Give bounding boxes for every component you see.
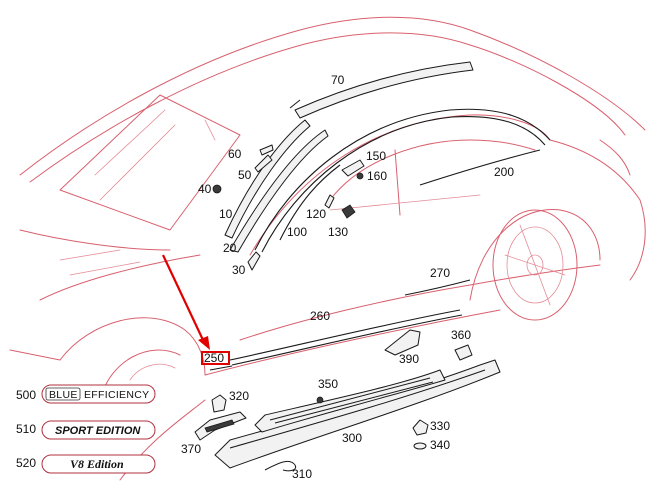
callout-60: 60 [228, 147, 242, 161]
callout-370: 370 [181, 442, 201, 456]
callout-510: 510 [16, 422, 36, 436]
badge-blue-text: BLUE [49, 389, 78, 401]
badge-v8-text: V8 Edition [70, 457, 124, 471]
highlight-box-250 [201, 351, 230, 365]
trim-parts [209, 61, 551, 371]
callout-350: 350 [318, 377, 338, 391]
callout-360: 360 [451, 328, 471, 342]
callout-150: 150 [366, 149, 386, 163]
callout-260: 260 [310, 309, 330, 323]
callout-390: 390 [399, 352, 419, 366]
callout-300: 300 [342, 431, 362, 445]
callout-20: 20 [223, 241, 237, 255]
callout-320: 320 [229, 389, 249, 403]
callout-160: 160 [367, 169, 387, 183]
badge-sport-text: SPORT EDITION [55, 425, 141, 437]
callout-70: 70 [331, 73, 345, 87]
callout-130: 130 [328, 225, 348, 239]
callout-40: 40 [198, 182, 212, 196]
callout-30: 30 [232, 263, 246, 277]
callout-520: 520 [16, 456, 36, 470]
callout-120: 120 [306, 207, 326, 221]
callout-250: 250 [204, 351, 224, 365]
callout-100: 100 [287, 225, 307, 239]
callout-10: 10 [219, 207, 233, 221]
callout-330: 330 [430, 419, 450, 433]
callout-310: 310 [292, 467, 312, 481]
badge-v8-edition: V8 Edition [41, 454, 156, 474]
callout-500: 500 [16, 388, 36, 402]
callout-340: 340 [430, 438, 450, 452]
badge-blue-efficiency: BLUE EFFICIENCY [41, 384, 156, 404]
badge-efficiency-text: EFFICIENCY [84, 389, 149, 401]
callout-200: 200 [494, 165, 514, 179]
badge-sport-edition: SPORT EDITION [41, 420, 156, 440]
callout-270: 270 [430, 266, 450, 280]
callouts: 70 60 50 40 10 20 30 150 160 200 120 100… [16, 73, 514, 481]
side-skirt-assembly [194, 329, 501, 472]
callout-50: 50 [238, 168, 252, 182]
highlight-arrow [162, 254, 230, 365]
